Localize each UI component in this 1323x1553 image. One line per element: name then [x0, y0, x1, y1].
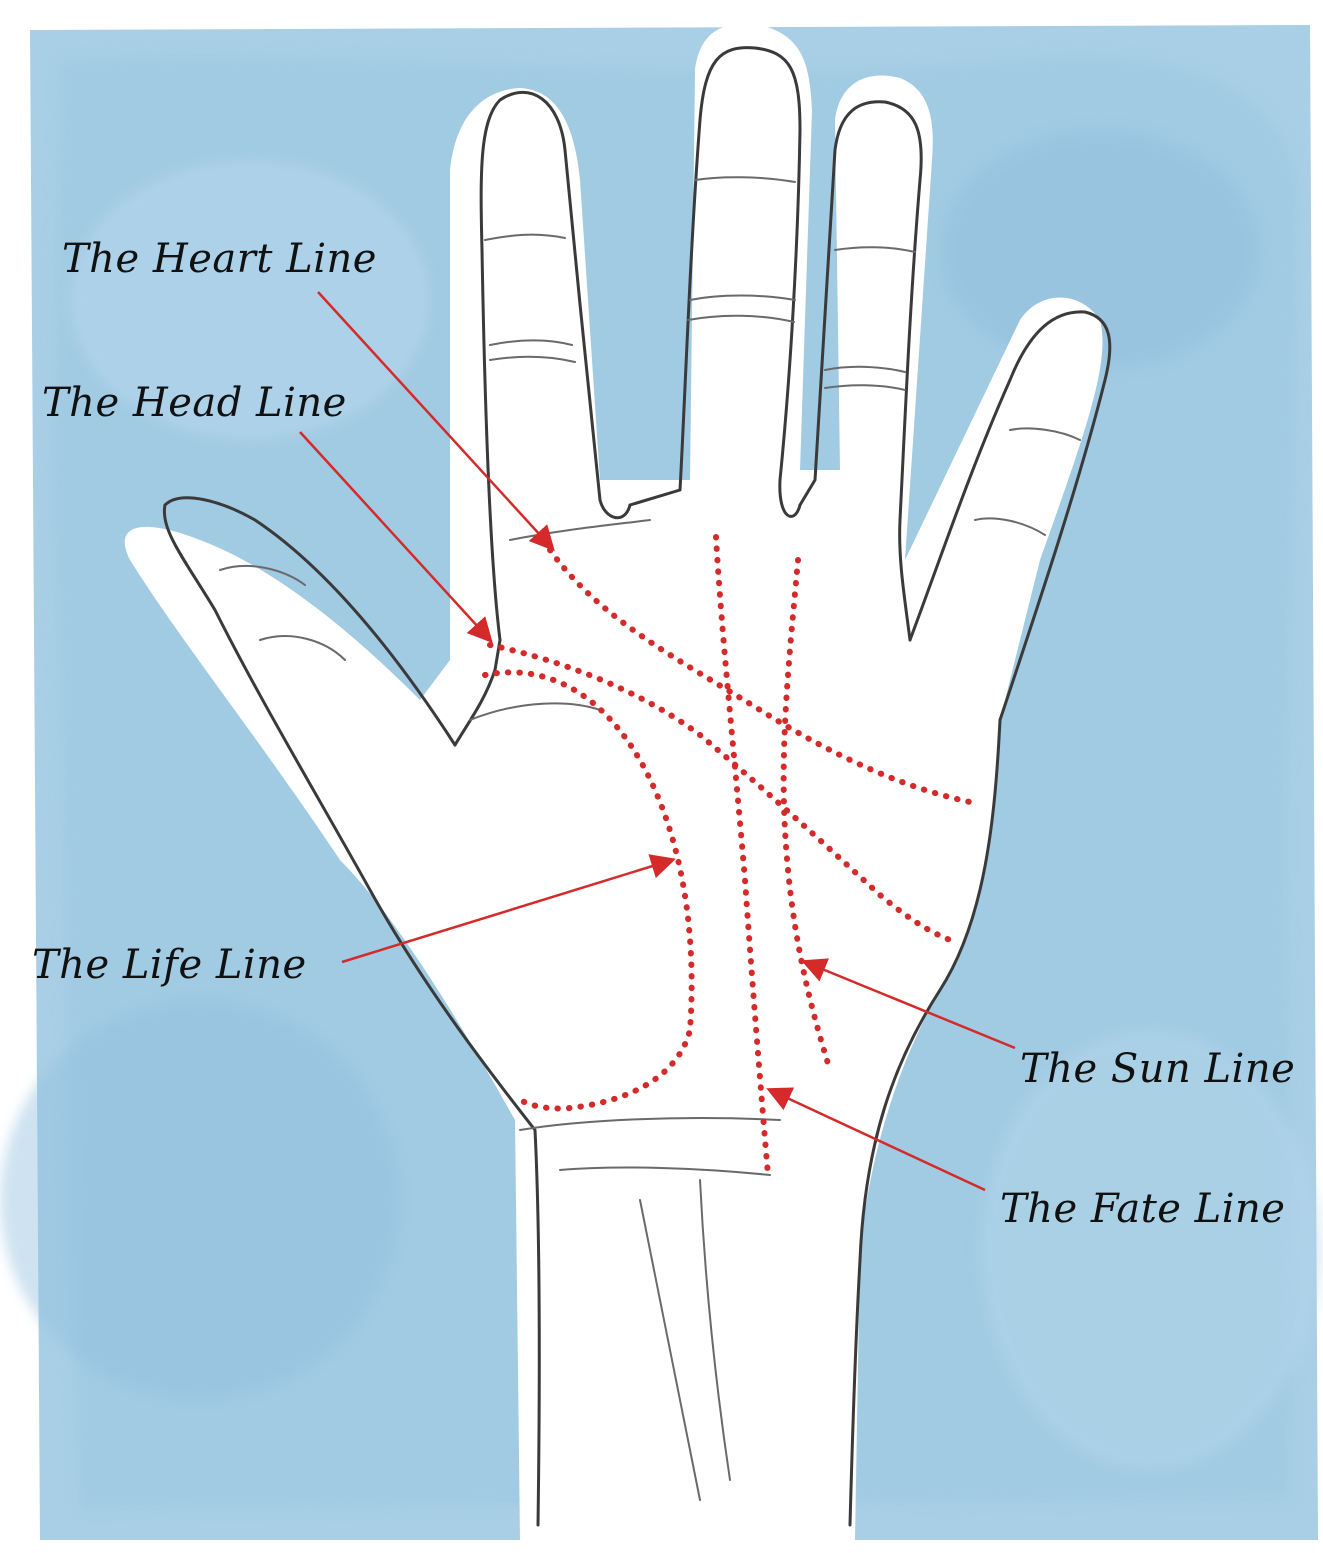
sun-line-label: The Sun Line [1020, 1046, 1295, 1092]
fate-line-label: The Fate Line [1000, 1186, 1285, 1232]
head-line-label: The Head Line [42, 380, 347, 426]
heart-line-label: The Heart Line [62, 236, 377, 282]
life-line-label: The Life Line [32, 942, 307, 988]
